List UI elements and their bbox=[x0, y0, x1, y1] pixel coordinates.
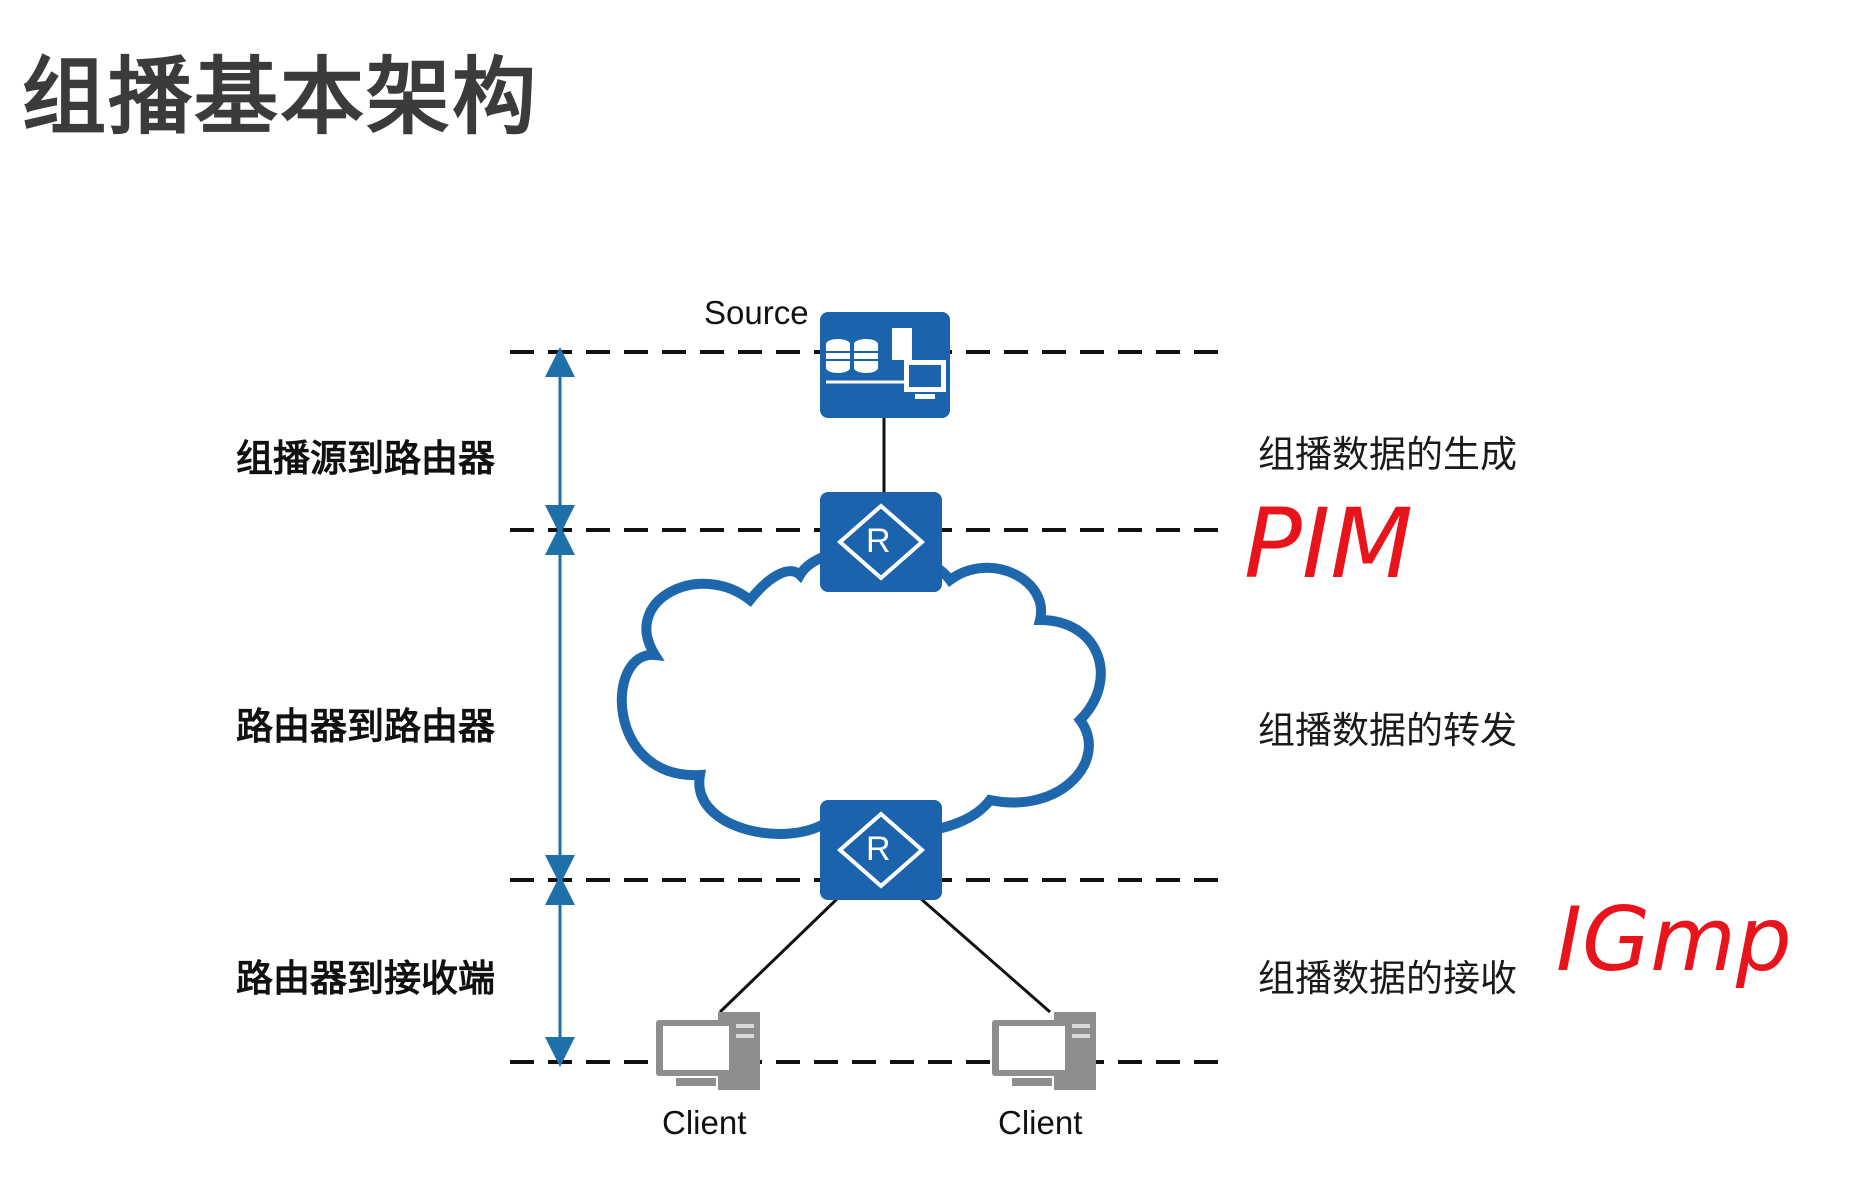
annotation-igmp: IGmp bbox=[1556, 888, 1792, 991]
router-last-hop-icon bbox=[820, 800, 942, 900]
link-router-client2 bbox=[919, 896, 1051, 1014]
function-label-receiving: 组播数据的接收 bbox=[1258, 957, 1517, 1000]
source-label: Source bbox=[704, 294, 809, 331]
segment-label-router-to-router: 路由器到路由器 bbox=[236, 705, 495, 748]
annotation-pim: PIM bbox=[1244, 488, 1414, 600]
router-last-hop-glyph: R bbox=[866, 830, 891, 868]
client-label-1: Client bbox=[662, 1104, 747, 1141]
function-label-forwarding: 组播数据的转发 bbox=[1258, 709, 1517, 752]
page-title: 组播基本架构 bbox=[22, 48, 539, 146]
network-cloud bbox=[616, 544, 1106, 839]
function-label-generation: 组播数据的生成 bbox=[1258, 433, 1517, 476]
segment-label-router-to-receiver: 路由器到接收端 bbox=[236, 957, 495, 1000]
client-pc-icon-2 bbox=[992, 1012, 1096, 1090]
router-first-hop-icon bbox=[820, 492, 942, 592]
segment-label-source-to-router: 组播源到路由器 bbox=[236, 437, 495, 480]
link-router-client1 bbox=[718, 896, 840, 1014]
client-label-2: Client bbox=[998, 1104, 1083, 1141]
client-pc-icon-1 bbox=[656, 1012, 760, 1090]
source-server-icon bbox=[820, 312, 950, 418]
router-first-hop-glyph: R bbox=[866, 522, 891, 560]
